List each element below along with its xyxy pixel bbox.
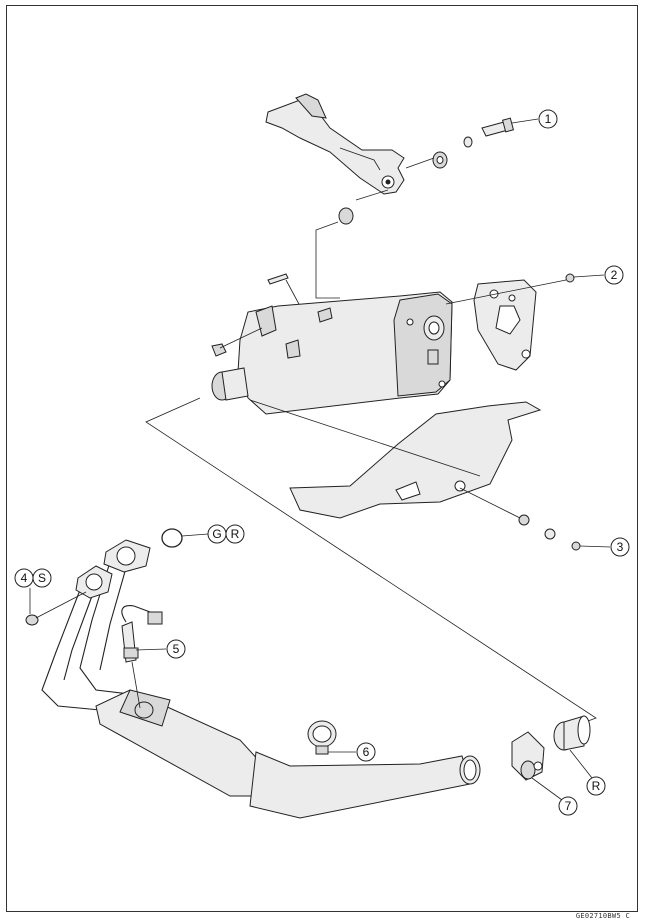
collar (338, 207, 354, 225)
callout-4: 4 (14, 568, 34, 588)
callout-g-label: G (212, 527, 221, 541)
nut-part-4 (25, 614, 39, 626)
callout-1-label: 1 (545, 112, 552, 126)
drawing-frame (6, 5, 638, 912)
callout-7-label: 7 (565, 799, 572, 813)
screw (267, 273, 289, 285)
callout-r-lower: R (586, 776, 606, 796)
callout-g: G (207, 524, 227, 544)
callout-5-label: 5 (173, 642, 180, 656)
collar-lower (544, 528, 556, 540)
flange-left (75, 565, 113, 599)
clamp-part-6 (307, 720, 337, 755)
muffler (237, 291, 453, 415)
gasket (161, 528, 183, 548)
exhaust-pipe (41, 561, 481, 819)
bolt-part-1 (481, 117, 515, 137)
muffler-protector (289, 401, 542, 519)
callout-6-label: 6 (363, 745, 370, 759)
callout-r-lower-label: R (592, 779, 601, 793)
callout-r-upper-label: R (231, 527, 240, 541)
callout-5: 5 (166, 639, 186, 659)
muffler-inlet (211, 367, 249, 401)
callout-2: 2 (604, 265, 624, 285)
nut-lower (518, 514, 530, 526)
callout-7: 7 (558, 796, 578, 816)
drawing-code: GE02710BW5 C (575, 912, 630, 920)
clamp-part-7 (511, 731, 545, 781)
bolt-part-3 (571, 541, 581, 551)
callout-4-label: 4 (21, 571, 28, 585)
bolt-part-2 (565, 273, 575, 283)
muffler-bracket (265, 93, 405, 195)
callout-6: 6 (356, 742, 376, 762)
grommet-upper (432, 151, 448, 169)
flange-right (103, 539, 151, 573)
muffler-cover (473, 279, 537, 371)
callout-s-label: S (38, 571, 46, 585)
sleeve (553, 715, 591, 751)
callout-s: S (32, 568, 52, 588)
callout-r-upper: R (225, 524, 245, 544)
callout-2-label: 2 (611, 268, 618, 282)
oxygen-sensor (121, 605, 163, 663)
callout-1: 1 (538, 109, 558, 129)
washer (463, 136, 473, 148)
callout-3: 3 (610, 537, 630, 557)
callout-3-label: 3 (617, 540, 624, 554)
